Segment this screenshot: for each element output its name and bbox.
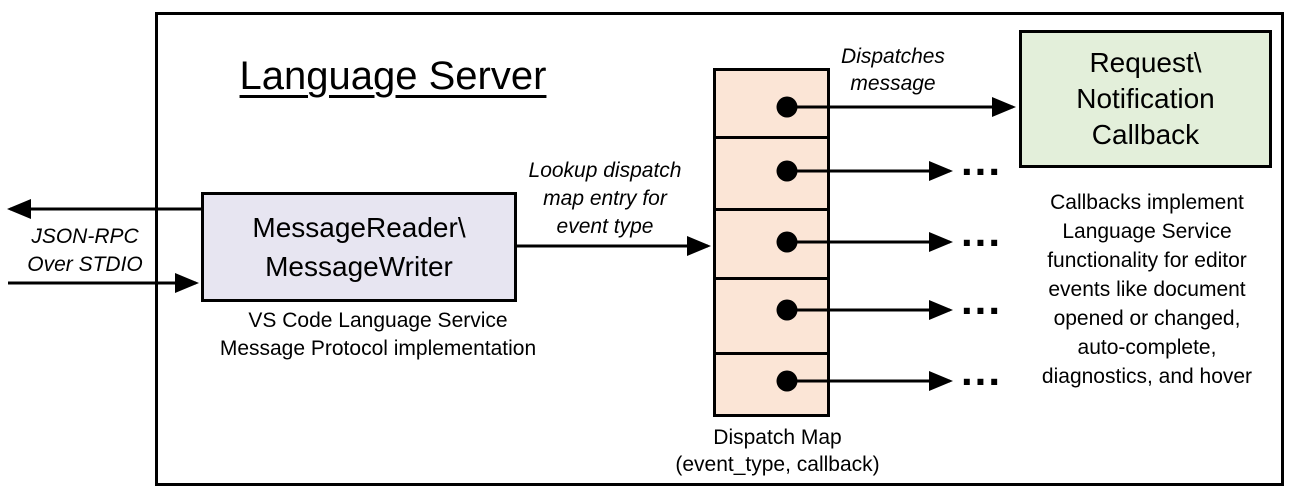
lookup-label-line-1: Lookup dispatch xyxy=(528,159,682,182)
dispatch-map-box xyxy=(713,68,830,417)
dispatches-label-line-2: message xyxy=(850,72,936,95)
note-line-4: events like document xyxy=(1048,278,1246,301)
map-caption-line-1: Dispatch Map xyxy=(713,426,842,449)
note-line-3: functionality for editor xyxy=(1047,249,1247,272)
dispatch-map-divider-3 xyxy=(716,277,827,280)
note-line-7: diagnostics, and hover xyxy=(1041,365,1253,388)
request-notification-callback-box: Request\ Notification Callback xyxy=(1019,30,1272,168)
note-line-2: Language Service xyxy=(1062,220,1232,243)
dispatch-map-divider-1 xyxy=(716,136,827,139)
diagram-title: Language Server xyxy=(239,54,547,98)
dispatches-message-label: Dispatches message xyxy=(828,43,958,97)
ellipsis-3: ... xyxy=(961,276,1003,323)
reader-caption-line-2: Message Protocol implementation xyxy=(219,337,537,360)
lookup-dispatch-label: Lookup dispatch map entry for event type xyxy=(510,157,700,241)
callback-box-line-3: Callback xyxy=(1091,119,1200,150)
ellipsis-1: ... xyxy=(961,137,1003,184)
lookup-label-line-2: map entry for xyxy=(543,187,667,210)
note-line-5: opened or changed, xyxy=(1053,307,1241,330)
callback-box-line-2: Notification xyxy=(1076,83,1215,114)
reader-caption-line-1: VS Code Language Service xyxy=(248,309,508,332)
note-line-1: Callbacks implement xyxy=(1050,191,1244,214)
map-caption-line-2: (event_type, callback) xyxy=(675,453,880,476)
note-line-6: auto-complete, xyxy=(1077,336,1217,359)
stdio-label-line-1: JSON-RPC xyxy=(31,225,139,248)
reader-box-line-1: MessageReader\ xyxy=(252,212,466,243)
callback-box-line-1: Request\ xyxy=(1089,47,1202,78)
reader-box-caption: VS Code Language Service Message Protoco… xyxy=(188,307,568,363)
stdio-label-line-2: Over STDIO xyxy=(27,253,143,276)
dispatch-map-caption: Dispatch Map (event_type, callback) xyxy=(655,424,900,478)
json-rpc-stdio-label: JSON-RPC Over STDIO xyxy=(18,223,152,279)
ellipsis-4: ... xyxy=(961,347,1003,394)
ellipsis-2: ... xyxy=(961,208,1003,255)
dispatch-map-divider-2 xyxy=(716,208,827,211)
message-reader-writer-box: MessageReader\ MessageWriter xyxy=(201,192,517,302)
dispatches-label-line-1: Dispatches xyxy=(841,45,945,68)
callbacks-note: Callbacks implement Language Service fun… xyxy=(1018,188,1276,391)
language-server-boundary-box xyxy=(155,12,1284,486)
lookup-label-line-3: event type xyxy=(556,215,654,238)
reader-box-line-2: MessageWriter xyxy=(265,251,453,282)
dispatch-map-divider-4 xyxy=(716,352,827,355)
